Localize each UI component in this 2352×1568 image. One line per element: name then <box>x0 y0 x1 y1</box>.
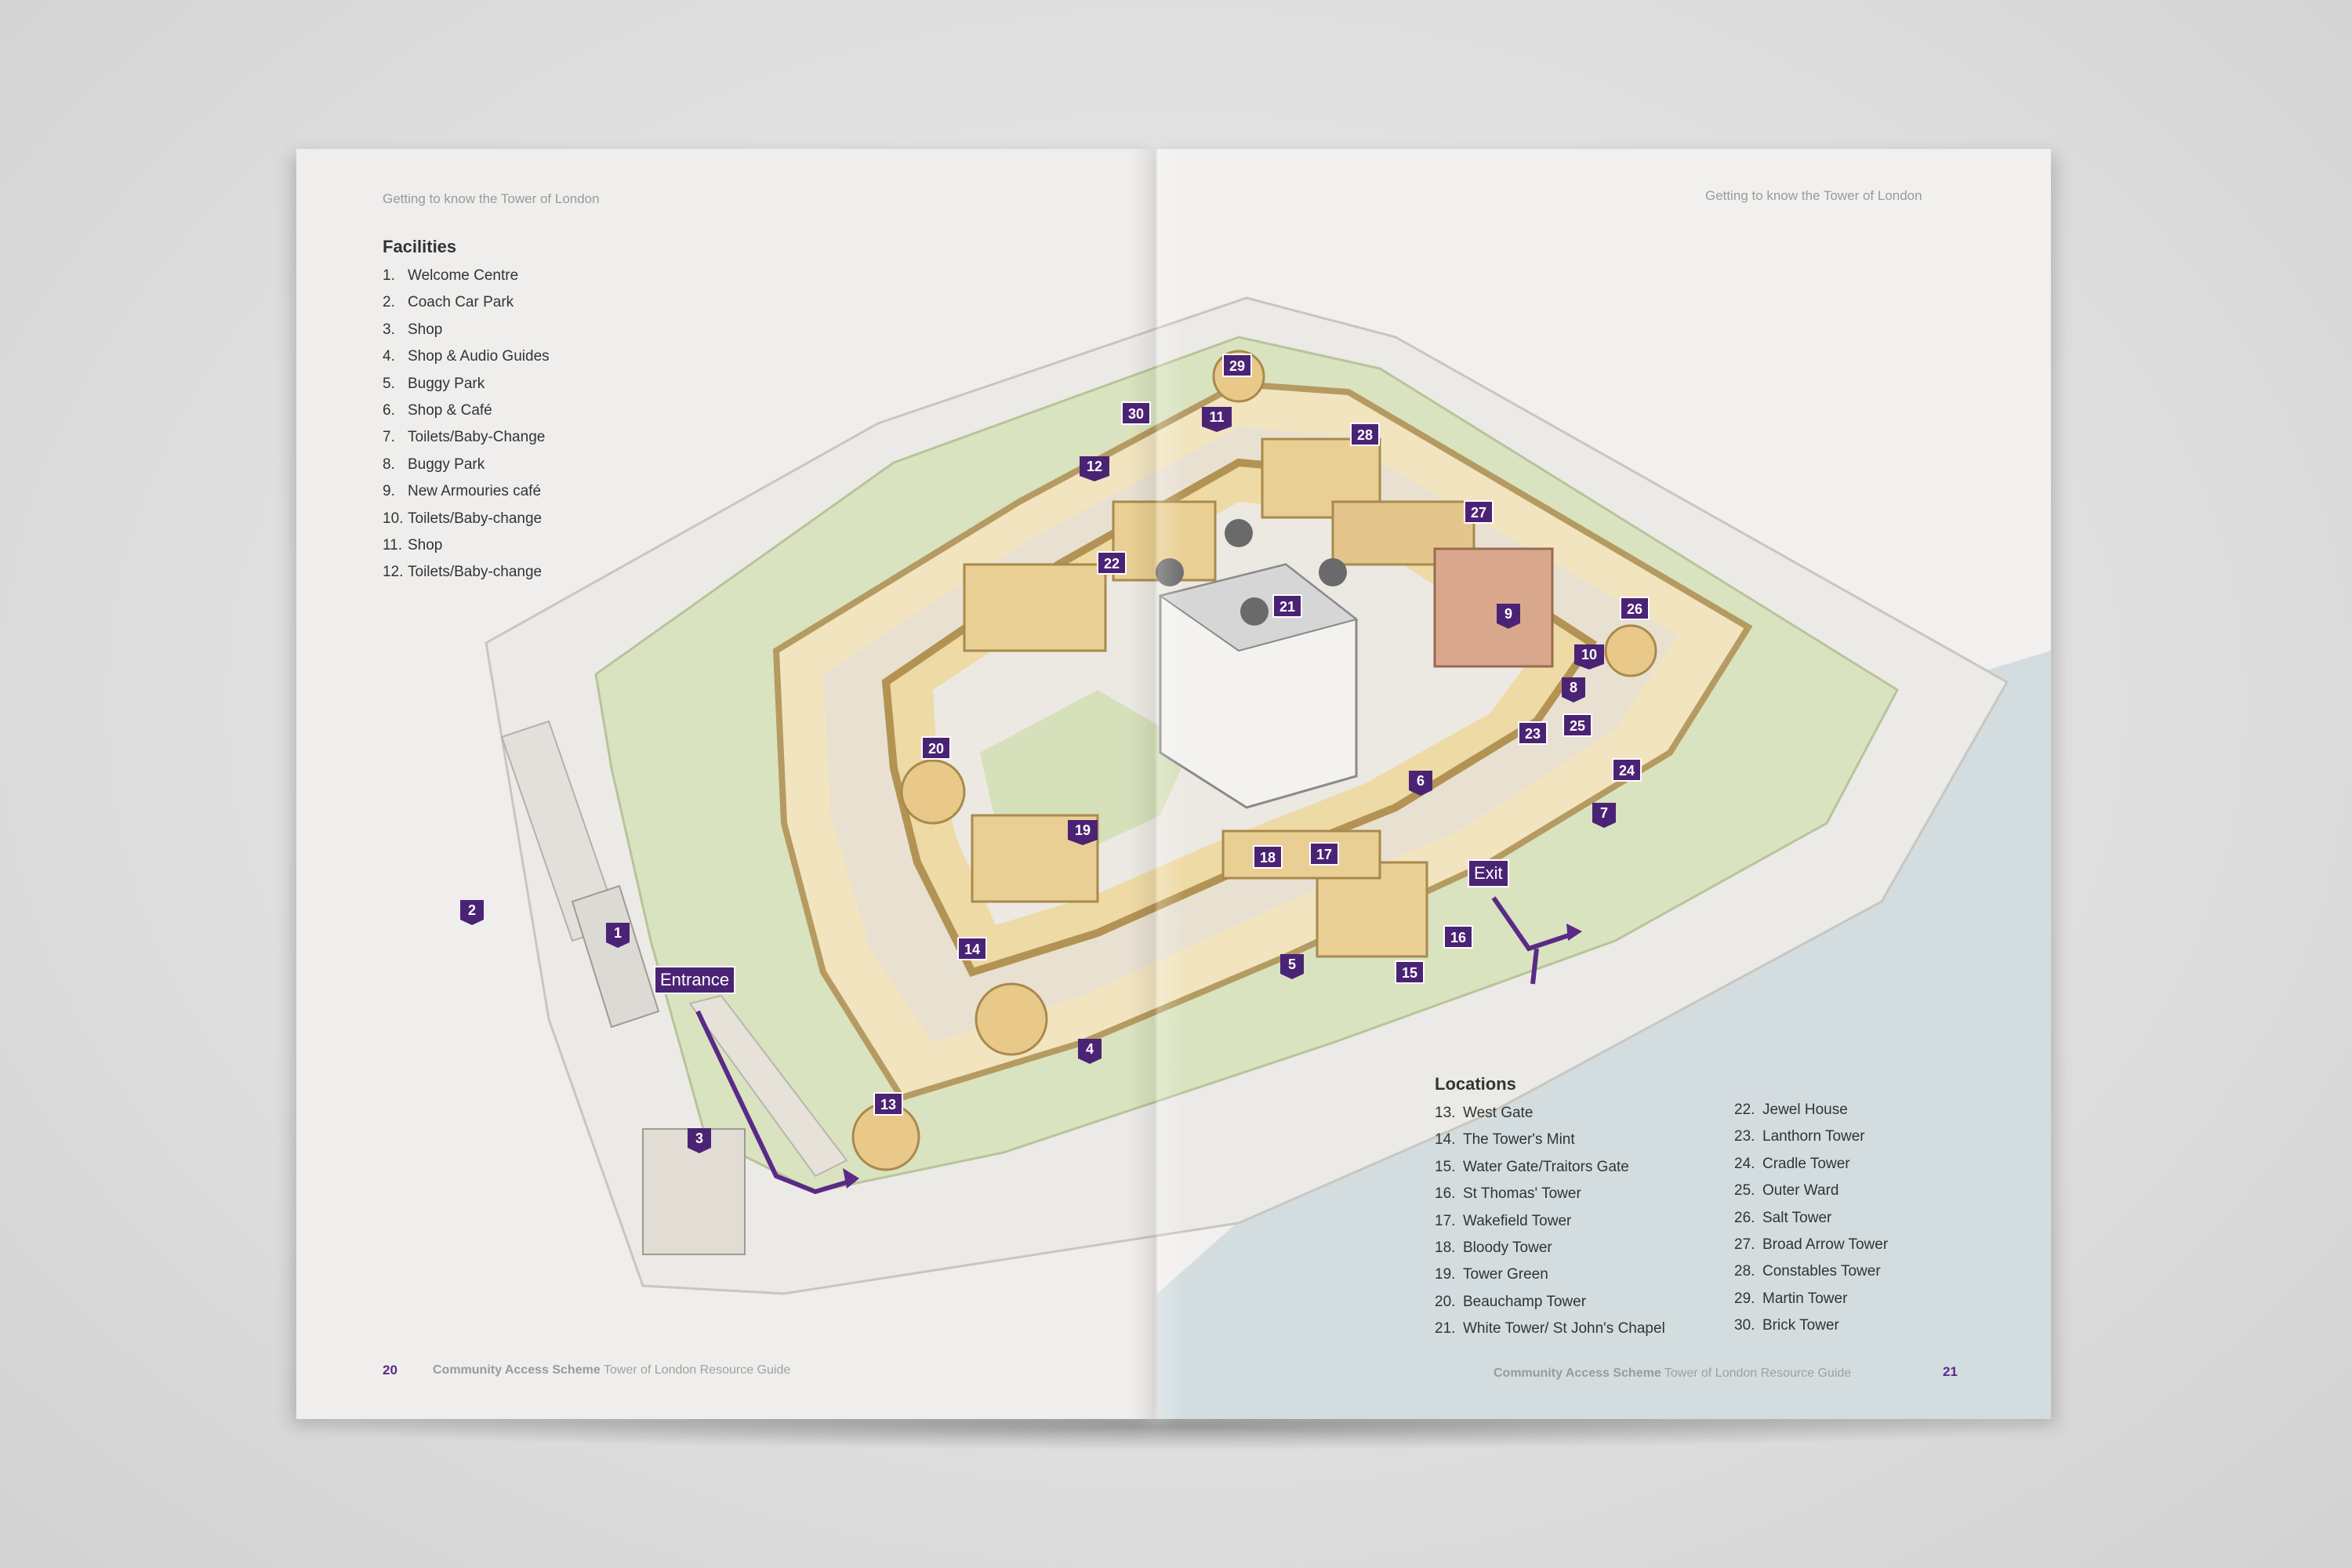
map-marker-9[interactable]: 9 <box>1497 604 1520 629</box>
facility-item: 11.Shop <box>383 536 443 554</box>
map-marker-20[interactable]: 20 <box>921 736 951 760</box>
round-tower <box>1604 624 1657 677</box>
facilities-title: Facilities <box>383 237 457 256</box>
location-item: 22.Jewel House <box>1734 1102 1848 1118</box>
left-page-number: 20 <box>383 1363 397 1377</box>
map-marker-15[interactable]: 15 <box>1395 960 1425 984</box>
map-marker-3[interactable]: 3 <box>688 1128 711 1153</box>
location-item: 27.Broad Arrow Tower <box>1734 1236 1889 1253</box>
map-marker-18[interactable]: 18 <box>1253 845 1283 869</box>
footer-guide: Tower of London Resource Guide <box>1664 1367 1852 1380</box>
map-marker-27[interactable]: 27 <box>1464 500 1494 524</box>
map-marker-5[interactable]: 5 <box>1280 954 1304 979</box>
location-item: 15.Water Gate/Traitors Gate <box>1435 1158 1629 1175</box>
location-item: 19.Tower Green <box>1435 1266 1548 1283</box>
map-marker-17[interactable]: 17 <box>1309 842 1339 866</box>
building-block <box>1433 547 1554 668</box>
location-item: 17.Wakefield Tower <box>1435 1212 1572 1229</box>
map-marker-19[interactable]: 19 <box>1068 820 1098 845</box>
facility-item: 7.Toilets/Baby-Change <box>383 429 546 446</box>
exit-route-arrow <box>1491 896 1577 952</box>
location-item: 14.The Tower's Mint <box>1435 1131 1575 1149</box>
map-marker-23[interactable]: 23 <box>1518 721 1548 745</box>
facility-item: 6.Shop & Café <box>383 401 492 419</box>
facility-item: 12.Toilets/Baby-change <box>383 564 543 581</box>
right-page-number: 21 <box>1943 1364 1958 1379</box>
facilities-list: 1.Welcome Centre 2.Coach Car Park 3.Shop… <box>383 263 550 586</box>
facility-item: 5.Buggy Park <box>383 375 485 392</box>
map-marker-10[interactable]: 10 <box>1574 644 1604 670</box>
map-marker-7[interactable]: 7 <box>1592 803 1616 828</box>
location-item: 30.Brick Tower <box>1734 1317 1839 1334</box>
facility-item: 3.Shop <box>383 321 443 338</box>
location-item: 13.West Gate <box>1435 1105 1534 1121</box>
facility-item: 4.Shop & Audio Guides <box>383 348 550 365</box>
map-marker-29[interactable]: 29 <box>1222 354 1252 377</box>
facility-item: 1.Welcome Centre <box>383 267 519 284</box>
entrance-label[interactable]: Entrance <box>654 966 736 994</box>
location-item: 25.Outer Ward <box>1734 1182 1839 1200</box>
footer-scheme: Community Access Scheme <box>1494 1367 1661 1380</box>
round-tower <box>900 759 966 825</box>
turret-dome <box>1156 558 1184 586</box>
footer-scheme: Community Access Scheme <box>433 1363 601 1377</box>
running-head-right: Getting to know the Tower of London <box>1705 188 1922 203</box>
turret-dome <box>1319 558 1347 586</box>
exit-label[interactable]: Exit <box>1468 859 1509 887</box>
map-marker-6[interactable]: 6 <box>1409 771 1432 796</box>
map-marker-21[interactable]: 21 <box>1272 594 1302 618</box>
map-marker-8[interactable]: 8 <box>1562 677 1585 702</box>
facility-item: 2.Coach Car Park <box>383 294 514 311</box>
welcome-centre-building <box>571 884 660 1029</box>
map-marker-30[interactable]: 30 <box>1121 401 1151 425</box>
map-marker-1[interactable]: 1 <box>606 923 630 948</box>
right-footer: Community Access Scheme Tower of London … <box>1494 1367 1851 1381</box>
location-item: 23.Lanthorn Tower <box>1734 1128 1865 1145</box>
location-item: 26.Salt Tower <box>1734 1209 1832 1226</box>
map-marker-16[interactable]: 16 <box>1443 925 1473 949</box>
left-footer: Community Access Scheme Tower of London … <box>433 1363 790 1377</box>
round-tower <box>975 982 1048 1056</box>
locations-title: Locations <box>1435 1074 1516 1094</box>
running-head-left: Getting to know the Tower of London <box>383 191 600 206</box>
map-marker-25[interactable]: 25 <box>1563 713 1592 737</box>
facility-item: 10.Toilets/Baby-change <box>383 510 543 527</box>
entrance-causeway <box>688 994 848 1178</box>
footer-guide: Tower of London Resource Guide <box>603 1363 791 1377</box>
map-marker-11[interactable]: 11 <box>1202 407 1232 432</box>
locations-list-col2: 22.Jewel House 23.Lanthorn Tower 24.Crad… <box>1734 1097 1888 1340</box>
entrance-route-arrow <box>695 1010 855 1195</box>
map-marker-22[interactable]: 22 <box>1097 551 1127 575</box>
map-marker-14[interactable]: 14 <box>957 937 987 960</box>
turret-dome <box>1225 519 1253 547</box>
building-block <box>963 563 1107 652</box>
exit-route-arrow-2 <box>1530 948 1539 985</box>
map-marker-2[interactable]: 2 <box>460 900 484 925</box>
location-item: 21.White Tower/ St John's Chapel <box>1435 1320 1665 1338</box>
location-item: 29.Martin Tower <box>1734 1290 1848 1307</box>
locations-list-col1: 13.West Gate 14.The Tower's Mint 15.Wate… <box>1435 1100 1665 1343</box>
location-item: 28.Constables Tower <box>1734 1263 1881 1280</box>
map-marker-26[interactable]: 26 <box>1620 597 1650 620</box>
location-item: 20.Beauchamp Tower <box>1435 1293 1587 1310</box>
map-marker-12[interactable]: 12 <box>1080 456 1109 481</box>
map-marker-28[interactable]: 28 <box>1350 423 1380 446</box>
map-marker-13[interactable]: 13 <box>873 1092 903 1116</box>
map-marker-4[interactable]: 4 <box>1078 1039 1102 1064</box>
map-marker-24[interactable]: 24 <box>1612 758 1642 782</box>
turret-dome <box>1240 597 1269 626</box>
exit-arrowhead <box>1566 924 1582 941</box>
entrance-arrowhead <box>843 1168 859 1189</box>
facility-item: 9.New Armouries café <box>383 483 542 500</box>
location-item: 16.St Thomas' Tower <box>1435 1185 1581 1203</box>
building-block <box>1221 829 1381 880</box>
location-item: 18.Bloody Tower <box>1435 1239 1552 1256</box>
facility-item: 8.Buggy Park <box>383 456 485 473</box>
location-item: 24.Cradle Tower <box>1734 1155 1850 1172</box>
